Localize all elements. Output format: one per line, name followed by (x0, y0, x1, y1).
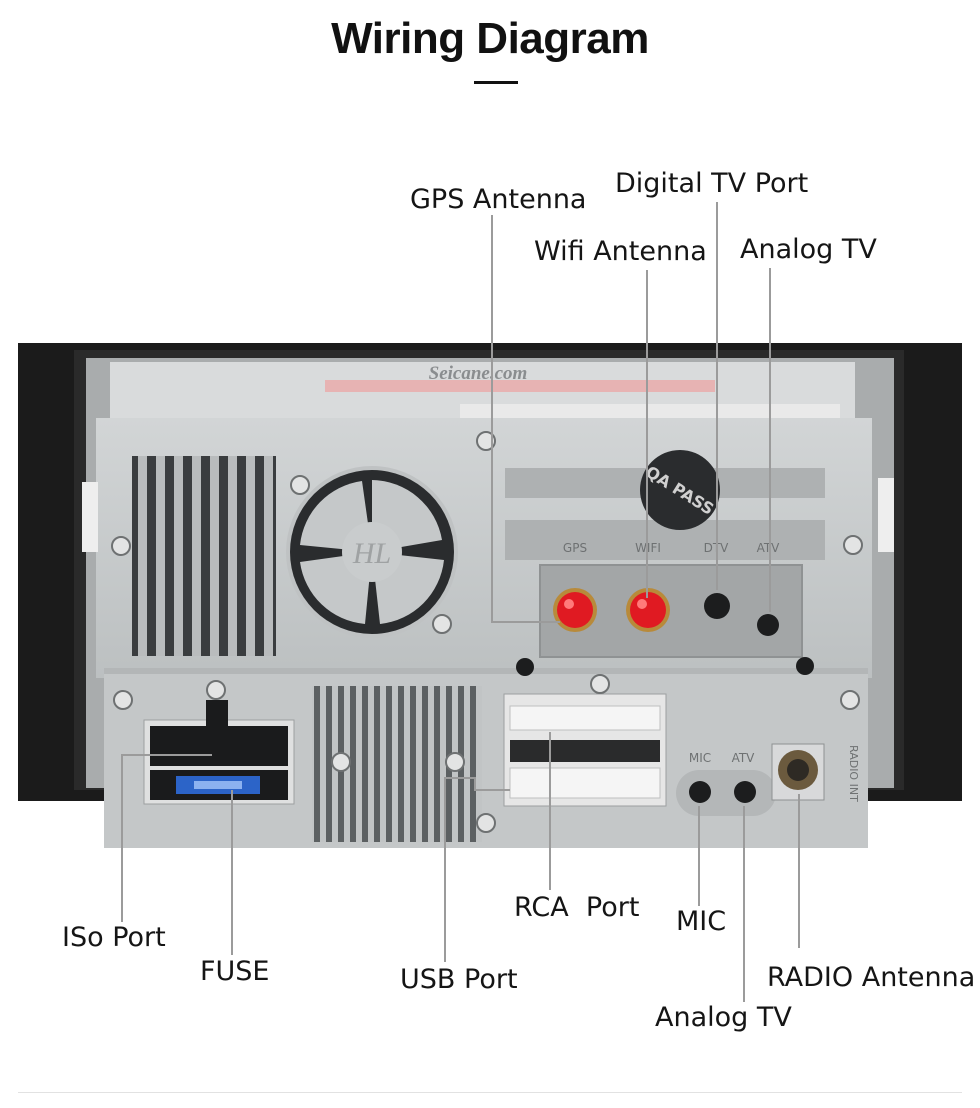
side-clip-left (82, 482, 98, 552)
cooling-fan: HL (286, 466, 458, 638)
mic-atv-radio-area: MIC ATV RADIO INT (676, 743, 860, 816)
iso-connector[interactable] (143, 700, 295, 805)
mount-hole-right (796, 657, 814, 675)
analog-tv-jack-bottom[interactable] (734, 781, 756, 803)
title-underline (474, 81, 518, 84)
analog-tv-jack-top[interactable] (757, 614, 779, 636)
qa-pass-sticker (640, 450, 720, 530)
marking-atv-lower: ATV (732, 751, 756, 765)
vent-slots (132, 456, 276, 656)
label-analog-tv-top: Analog TV (740, 234, 877, 265)
antenna-port-block: QA PASS GPS WIFI DTV ATV (505, 450, 825, 658)
marking-radio: RADIO INT (847, 745, 860, 802)
label-gps-antenna: GPS Antenna (410, 184, 587, 215)
marking-mic: MIC (689, 751, 711, 765)
digital-tv-jack[interactable] (704, 593, 730, 619)
brand-watermark: Seicane.com (429, 363, 528, 384)
screws (111, 431, 863, 833)
page-title: Wiring Diagram (331, 14, 649, 63)
label-digital-tv-port: Digital TV Port (615, 168, 809, 199)
label-usb-port: USB Port (400, 964, 518, 995)
label-fuse: FUSE (200, 956, 270, 987)
mic-jack[interactable] (689, 781, 711, 803)
label-wifi-antenna: Wifi Antenna (534, 236, 707, 267)
label-mic: MIC (676, 906, 727, 937)
fan-logo: HL (352, 537, 391, 570)
wifi-antenna-connector[interactable] (626, 588, 670, 632)
marking-atv: ATV (757, 541, 781, 555)
marking-gps: GPS (563, 541, 587, 555)
gps-antenna-connector[interactable] (553, 588, 597, 632)
side-clip-right (878, 478, 894, 552)
chassis-top: Seicane.com (110, 362, 855, 422)
label-analog-tv-bottom: Analog TV (655, 1002, 792, 1033)
leader-lines (121, 202, 800, 1002)
rca-connector[interactable] (503, 693, 667, 807)
label-radio-antenna: RADIO Antenna (767, 962, 976, 993)
label-iso-port: ISo Port (62, 922, 166, 953)
mount-hole-left (516, 658, 534, 676)
label-rca-port: RCA Port (514, 892, 640, 923)
bottom-divider (18, 1092, 962, 1093)
